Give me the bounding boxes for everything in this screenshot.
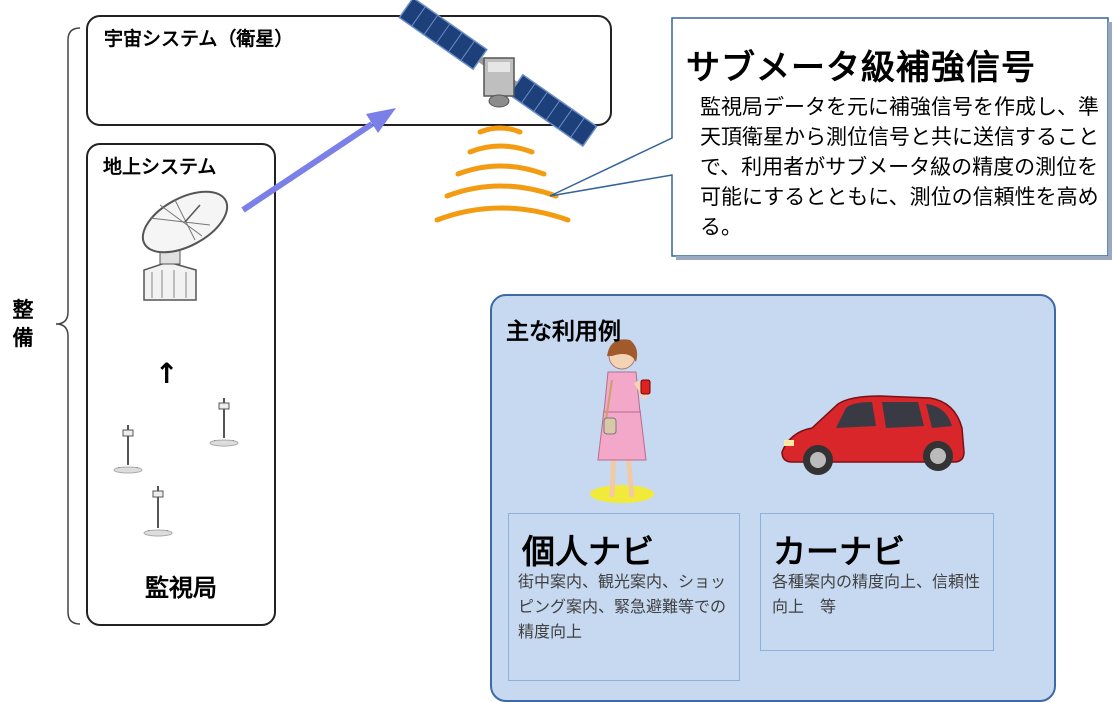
monitor-tower-icon bbox=[113, 425, 143, 474]
personal-navi-title: 個人ナビ bbox=[522, 532, 654, 571]
satellite-icon bbox=[398, 0, 598, 148]
space-system-title: 宇宙システム（衛星） bbox=[104, 28, 294, 50]
side-label: 整備 bbox=[12, 298, 34, 350]
monitor-tower-icon bbox=[209, 398, 239, 447]
personal-navi-description: 街中案内、観光案内、ショッピング案内、緊急避難等での精度向上 bbox=[518, 572, 727, 641]
car-navi-box bbox=[760, 513, 994, 651]
monitor-tower-icon bbox=[143, 486, 173, 537]
callout-title: サブメータ級補強信号 bbox=[686, 48, 1036, 88]
up-arrow-icon: ↑ bbox=[155, 357, 179, 390]
car-navi-title: カーナビ bbox=[773, 532, 905, 571]
antenna-dish-icon bbox=[141, 190, 229, 301]
car-navi-description: 各種案内の精度向上、信頼性向上 等 bbox=[772, 572, 981, 616]
usage-title: 主な利用例 bbox=[506, 319, 621, 345]
woman-with-phone-icon bbox=[590, 339, 654, 503]
bracket-brace bbox=[55, 27, 81, 625]
ground-system-title: 地上システム bbox=[103, 156, 217, 178]
space-system-box bbox=[86, 15, 612, 126]
personal-navi-box bbox=[508, 513, 740, 681]
uplink-arrow bbox=[241, 108, 396, 213]
callout-text: 監視局データを元に補強信号を作成し、準天頂衛星から測位信号と共に送信することで、… bbox=[700, 95, 1099, 239]
signal-waves bbox=[434, 125, 571, 223]
monitoring-station-label: 監視局 bbox=[145, 574, 217, 602]
car-icon bbox=[781, 395, 965, 475]
